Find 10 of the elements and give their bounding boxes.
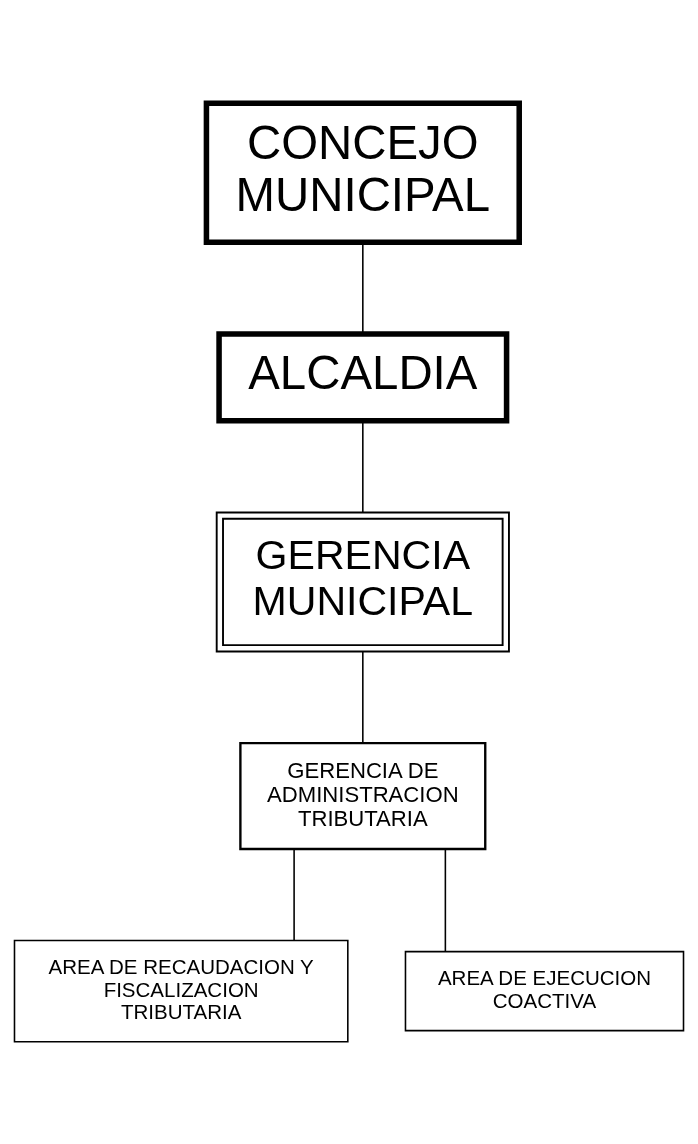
- node-box: GERENCIA MUNICIPAL: [215, 511, 510, 652]
- connector: [293, 848, 295, 941]
- connector: [444, 848, 447, 952]
- node-box: CONCEJO MUNICIPAL: [203, 100, 522, 245]
- connector: [362, 420, 364, 513]
- connector: [362, 650, 364, 744]
- node-box: AREA DE EJECUCION COACTIVA: [404, 950, 685, 1031]
- node-box: AREA DE RECAUDACION Y FISCALIZACION TRIBUTARIA: [13, 939, 349, 1042]
- node-box: ALCALDIA: [216, 330, 510, 424]
- node-box: GERENCIA DE ADMINISTRACION TRIBUTARIA: [239, 741, 487, 850]
